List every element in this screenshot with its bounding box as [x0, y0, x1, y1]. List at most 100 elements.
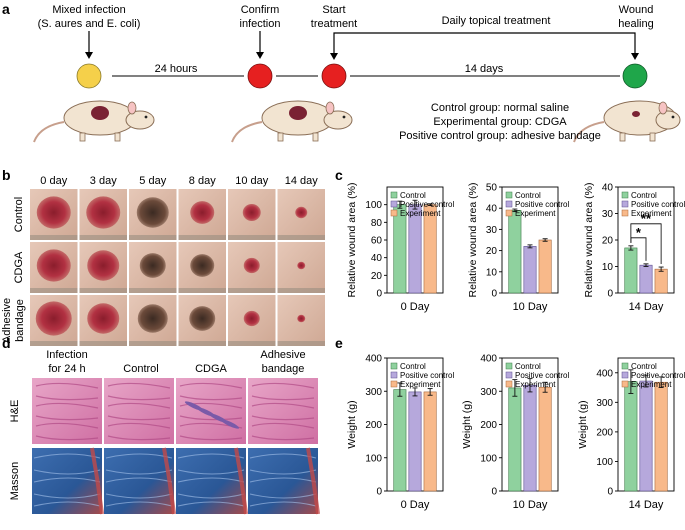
y-tick-label: 300: [480, 387, 497, 398]
y-tick-label: 300: [596, 398, 613, 409]
significance-bracket: [630, 223, 662, 265]
x-axis-label: 14 Day: [629, 301, 664, 313]
day-label: 8 day: [189, 175, 216, 187]
y-tick-label: 30: [486, 225, 498, 236]
row-label-bandage-line2: bandage: [14, 299, 26, 342]
wound-photo: [129, 242, 177, 293]
confirm-infection-line1: Confirm: [241, 4, 280, 16]
group-control-text: Control group: normal saline: [431, 102, 569, 114]
bar-positive-control: [639, 380, 653, 492]
wound-photo: [129, 295, 177, 346]
legend-swatch: [621, 362, 629, 370]
y-tick-label: 40: [602, 183, 614, 194]
timepoint-dot-confirm: [247, 63, 273, 89]
y-tick-label: 400: [480, 354, 497, 365]
wound-photo: [129, 189, 177, 240]
legend-swatch: [390, 200, 398, 208]
legend-label: Control: [515, 362, 541, 371]
histology-he-image: [248, 378, 318, 444]
y-tick-label: 10: [486, 267, 498, 278]
bar-control: [508, 210, 522, 294]
histology-he-image: [32, 378, 102, 444]
y-axis-label: Weight (g): [577, 400, 589, 448]
y-axis-label: Relative wound area (%): [467, 183, 479, 298]
histology-masson-image: [104, 447, 176, 515]
daily-treatment-label: Daily topical treatment: [442, 15, 551, 27]
y-tick-label: 0: [607, 487, 613, 498]
start-treatment-line1: Start: [322, 4, 345, 16]
legend-swatch: [505, 191, 513, 199]
wound-photo: [228, 242, 276, 293]
y-axis-label: Weight (g): [346, 400, 358, 448]
duration-24-hours: 24 hours: [155, 63, 198, 75]
panel-d: d Infection for 24 h Control CDGA Adhesi…: [2, 335, 320, 515]
legend-swatch: [505, 380, 513, 388]
legend-label: Positive control: [515, 200, 569, 209]
legend-swatch: [390, 362, 398, 370]
rat-illustration-3: [573, 100, 681, 143]
y-tick-label: 100: [365, 200, 382, 211]
start-treatment-line2: treatment: [311, 18, 357, 30]
legend-label: Positive control: [400, 371, 454, 380]
histo-col-cdga: CDGA: [195, 363, 227, 375]
duration-14-days: 14 days: [465, 63, 504, 75]
y-tick-label: 50: [486, 183, 498, 194]
legend-label: Experiment: [631, 380, 672, 389]
bar-control: [624, 247, 638, 294]
wound-photo: [30, 295, 78, 346]
legend-swatch: [505, 362, 513, 370]
legend-swatch: [621, 371, 629, 379]
y-tick-label: 0: [376, 289, 382, 300]
row-label-bandage-line1: Adhesive: [1, 298, 13, 343]
bar-experiment: [538, 239, 552, 294]
wound-photo: [30, 189, 78, 240]
y-tick-label: 20: [486, 246, 498, 257]
bar-control: [624, 381, 638, 492]
y-tick-label: 40: [486, 204, 498, 215]
y-tick-label: 0: [491, 487, 497, 498]
histo-col-bandage-line2: bandage: [262, 363, 305, 375]
y-tick-label: 200: [480, 420, 497, 431]
y-axis-label: Relative wound area (%): [583, 183, 595, 298]
arrowhead-start: [330, 53, 338, 60]
panel-a: a Mixed infection (S. aures and E. coli)…: [2, 1, 681, 143]
y-tick-label: 80: [371, 218, 383, 229]
confirm-infection-line2: infection: [240, 18, 281, 30]
bar-positive-control: [408, 391, 422, 492]
legend-swatch: [505, 200, 513, 208]
bar-positive-control: [523, 246, 537, 294]
legend-label: Control: [400, 362, 426, 371]
y-axis-label: Relative wound area (%): [346, 183, 358, 298]
x-axis-label: 10 Day: [513, 301, 548, 313]
legend-label: Positive control: [400, 200, 454, 209]
legend-label: Experiment: [515, 209, 556, 218]
group-positive-control-text: Positive control group: adhesive bandage: [399, 130, 601, 142]
panel-letter-a: a: [2, 1, 10, 17]
y-tick-label: 0: [607, 289, 613, 300]
legend-label: Control: [631, 362, 657, 371]
legend-swatch: [390, 209, 398, 217]
histo-col-bandage-line1: Adhesive: [260, 349, 305, 361]
wound-photo-grid: [30, 189, 325, 346]
histo-col-infection-line2: for 24 h: [48, 363, 85, 375]
legend-label: Experiment: [400, 380, 441, 389]
wound-photo: [277, 242, 325, 293]
day-label: 3 day: [90, 175, 117, 187]
wound-photo: [228, 295, 276, 346]
arrowhead-infection: [85, 52, 93, 59]
legend-label: Positive control: [631, 371, 685, 380]
histology-image-grid: [32, 378, 320, 515]
legend-label: Experiment: [400, 209, 441, 218]
group-experimental-text: Experimental group: CDGA: [433, 116, 567, 128]
bar-experiment: [654, 381, 668, 492]
panel-letter-e: e: [335, 335, 343, 351]
y-tick-label: 20: [371, 271, 383, 282]
legend-swatch: [390, 371, 398, 379]
